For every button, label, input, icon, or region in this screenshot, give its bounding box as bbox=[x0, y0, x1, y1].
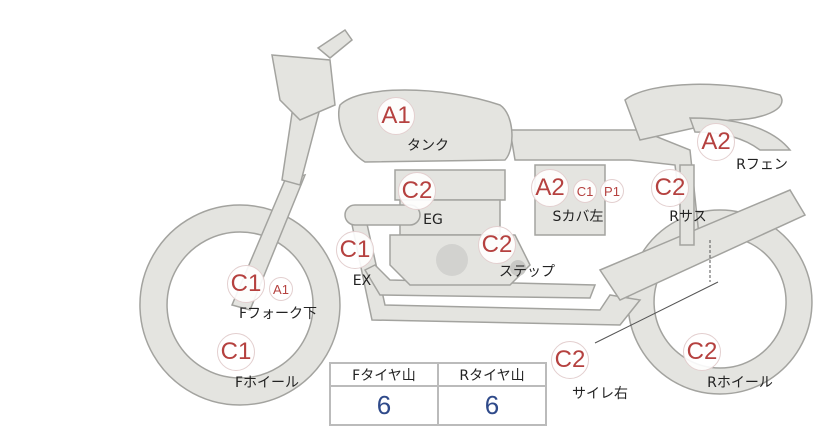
part-label-rfender: Rフェン bbox=[736, 157, 788, 173]
part-label-eg: EG bbox=[423, 212, 443, 228]
part-label-step: ステップ bbox=[499, 264, 555, 280]
front-wheel bbox=[139, 204, 341, 406]
grade-badge-eg[interactable]: C2 bbox=[398, 172, 436, 210]
grade-badge-tank[interactable]: A1 bbox=[377, 97, 415, 135]
value-rear-tire: 6 bbox=[437, 385, 547, 426]
part-label-fwheel: Fホイール bbox=[234, 375, 300, 391]
part-label-rwheel: Rホイール bbox=[707, 375, 773, 391]
grade-badge-rwheel[interactable]: C2 bbox=[683, 333, 721, 371]
grade-badge-ex[interactable]: C1 bbox=[336, 231, 374, 269]
extra-badge-scover-1[interactable]: C1 bbox=[573, 179, 597, 203]
grade-badge-muffler[interactable]: C2 bbox=[551, 341, 589, 379]
extra-badge-ffork[interactable]: A1 bbox=[269, 277, 293, 301]
grade-badge-ffork[interactable]: C1 bbox=[227, 265, 265, 303]
grade-badge-scover[interactable]: A2 bbox=[531, 169, 569, 207]
extra-badge-scover-2[interactable]: P1 bbox=[600, 179, 624, 203]
part-label-ex: EX bbox=[352, 273, 372, 289]
grade-badge-rsus[interactable]: C2 bbox=[651, 169, 689, 207]
muffler bbox=[598, 189, 807, 301]
header-rear-tire: Rタイヤ山 bbox=[437, 362, 547, 387]
header-front-tire: Fタイヤ山 bbox=[329, 362, 439, 387]
tire-tread-table: Fタイヤ山 Rタイヤ山 6 6 bbox=[329, 362, 547, 426]
part-label-tank: タンク bbox=[407, 138, 449, 154]
part-label-muffler: サイレ右 bbox=[572, 386, 628, 402]
grade-badge-step[interactable]: C2 bbox=[478, 226, 516, 264]
part-label-scover: Sカバ左 bbox=[552, 209, 604, 225]
value-front-tire: 6 bbox=[329, 385, 439, 426]
part-label-ffork: Fフォーク下 bbox=[238, 306, 318, 322]
part-label-rsus: Rサス bbox=[669, 209, 707, 225]
grade-badge-rfender[interactable]: A2 bbox=[697, 123, 735, 161]
grade-badge-fwheel[interactable]: C1 bbox=[217, 333, 255, 371]
